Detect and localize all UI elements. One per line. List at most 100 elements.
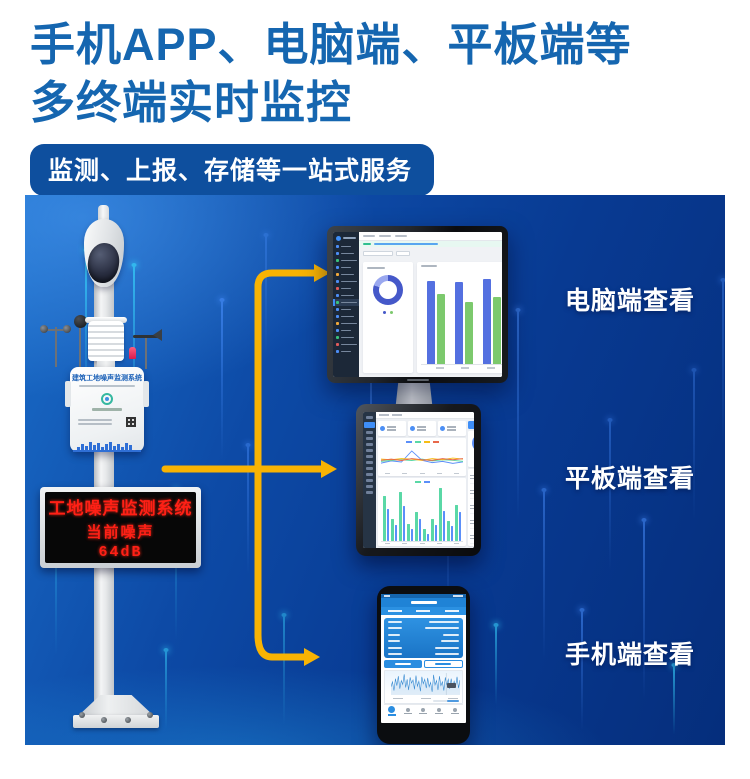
pc-navbar-skeleton (359, 232, 502, 241)
radiation-shield-cap (85, 317, 127, 323)
skyline-bar (77, 447, 80, 450)
tablet-bar (439, 487, 442, 541)
anemometer-cup-icon (40, 325, 48, 333)
phone-line-chart (391, 673, 460, 695)
tablet-line-card (378, 438, 466, 476)
light-beam (219, 298, 225, 460)
tablet-bar-pair (391, 484, 397, 541)
tablet-main (376, 412, 474, 548)
tablet-bar (426, 533, 429, 541)
pc-bar-group (483, 267, 501, 364)
light-beam (579, 608, 585, 730)
pc-sidebar-item (333, 334, 359, 341)
pc-menu-label-skeleton (340, 336, 354, 339)
beam-dot (281, 613, 287, 617)
light-beam (691, 368, 697, 520)
pc-menu-label-skeleton (340, 294, 354, 297)
info-label-skeleton (388, 621, 402, 623)
beam-dot (607, 418, 613, 422)
skyline-bar (121, 447, 124, 450)
pc-menu-icon (336, 308, 339, 311)
subtitle-badge: 监测、上报、存储等一站式服务 (30, 144, 435, 197)
led-screen: 工地噪声监测系统 当前噪声 64dB (45, 492, 196, 563)
skyline-bar (97, 443, 100, 450)
beam-dot (541, 488, 547, 492)
beam-dot (720, 278, 725, 282)
pc-sidebar-item (333, 278, 359, 285)
info-label-skeleton (388, 646, 402, 649)
skyline-bar (113, 446, 116, 450)
tablet-sidebar-item (366, 431, 373, 434)
info-value-skeleton (443, 633, 459, 636)
pc-menu-icon (336, 266, 339, 269)
pc-dashboard-screen (333, 232, 502, 377)
light-beam (493, 623, 499, 705)
pc-menu-label-skeleton (340, 301, 357, 304)
row-text-skeleton (470, 519, 474, 525)
tablet-bar (458, 512, 461, 541)
tablet-left-col (378, 421, 466, 546)
tablet-bar (455, 505, 458, 541)
skyline-bar (105, 444, 108, 450)
label-tablet-view: 平板端查看 (565, 465, 696, 493)
pc-menu-icon (336, 343, 339, 346)
tablet-bar (410, 529, 413, 541)
mount-bracket (143, 381, 149, 407)
noise-monitor-unit: 建筑工地噪声监测系统 (65, 367, 149, 452)
pc-menu-label-skeleton (340, 280, 357, 283)
phone-info-panel-skeleton (384, 618, 463, 658)
light-beam (281, 613, 287, 725)
pc-sidebar-item (333, 292, 359, 299)
beam-dot (579, 608, 585, 612)
tablet-sidebar-item (366, 455, 373, 458)
legend-dot (390, 311, 393, 314)
tablet-device (356, 404, 481, 556)
pc-menu-icon (336, 329, 339, 332)
info-value-skeleton (435, 646, 459, 649)
bolt-icon (79, 712, 85, 718)
tablet-sidebar-item (366, 479, 373, 482)
pc-bar (437, 294, 445, 364)
smartphone-device (377, 586, 470, 744)
pc-menu-icon (336, 315, 339, 318)
legend-dot (383, 311, 386, 314)
info-label-skeleton (388, 633, 400, 636)
mount-bracket (65, 381, 71, 407)
phone-info-row (388, 627, 459, 630)
beam-dot (671, 663, 677, 667)
legend-dash (414, 441, 421, 443)
qr-code-icon (126, 416, 136, 427)
pc-bar-group (427, 267, 445, 364)
pc-bar-chart (421, 267, 502, 365)
pc-menu-label-skeleton (340, 266, 351, 269)
tablet-bar-pair (431, 484, 437, 541)
mic-mast (79, 323, 81, 367)
pc-donut-chart (373, 275, 403, 305)
tablet-sidebar-item (364, 422, 375, 428)
pc-menu-label-skeleton (340, 308, 351, 311)
phone-app-screen (381, 594, 466, 723)
tablet-bar (407, 523, 410, 541)
phone-bottom-nav (384, 704, 463, 717)
info-value-skeleton (425, 627, 459, 630)
pc-bar-group (455, 267, 473, 364)
anemometer-mast (55, 327, 57, 367)
light-beam (641, 518, 647, 700)
tablet-bar (442, 510, 445, 541)
tablet-line-series (381, 457, 463, 461)
pc-sidebar-item (333, 250, 359, 257)
phone-info-row (388, 640, 459, 643)
pc-menu-label-skeleton (340, 252, 354, 255)
tablet-bar (418, 519, 421, 541)
beam-dot (163, 648, 169, 652)
tablet-list-row (470, 531, 474, 544)
phone-nav-item (403, 707, 412, 715)
desktop-monitor (327, 226, 508, 383)
pc-menu-icon (336, 252, 339, 255)
skyline-bar (89, 442, 92, 450)
beam-dot (641, 518, 647, 522)
bolt-icon (125, 717, 131, 723)
beam-dot (515, 308, 521, 312)
pc-menu-icon (336, 259, 339, 262)
pc-sidebar-item (333, 257, 359, 264)
